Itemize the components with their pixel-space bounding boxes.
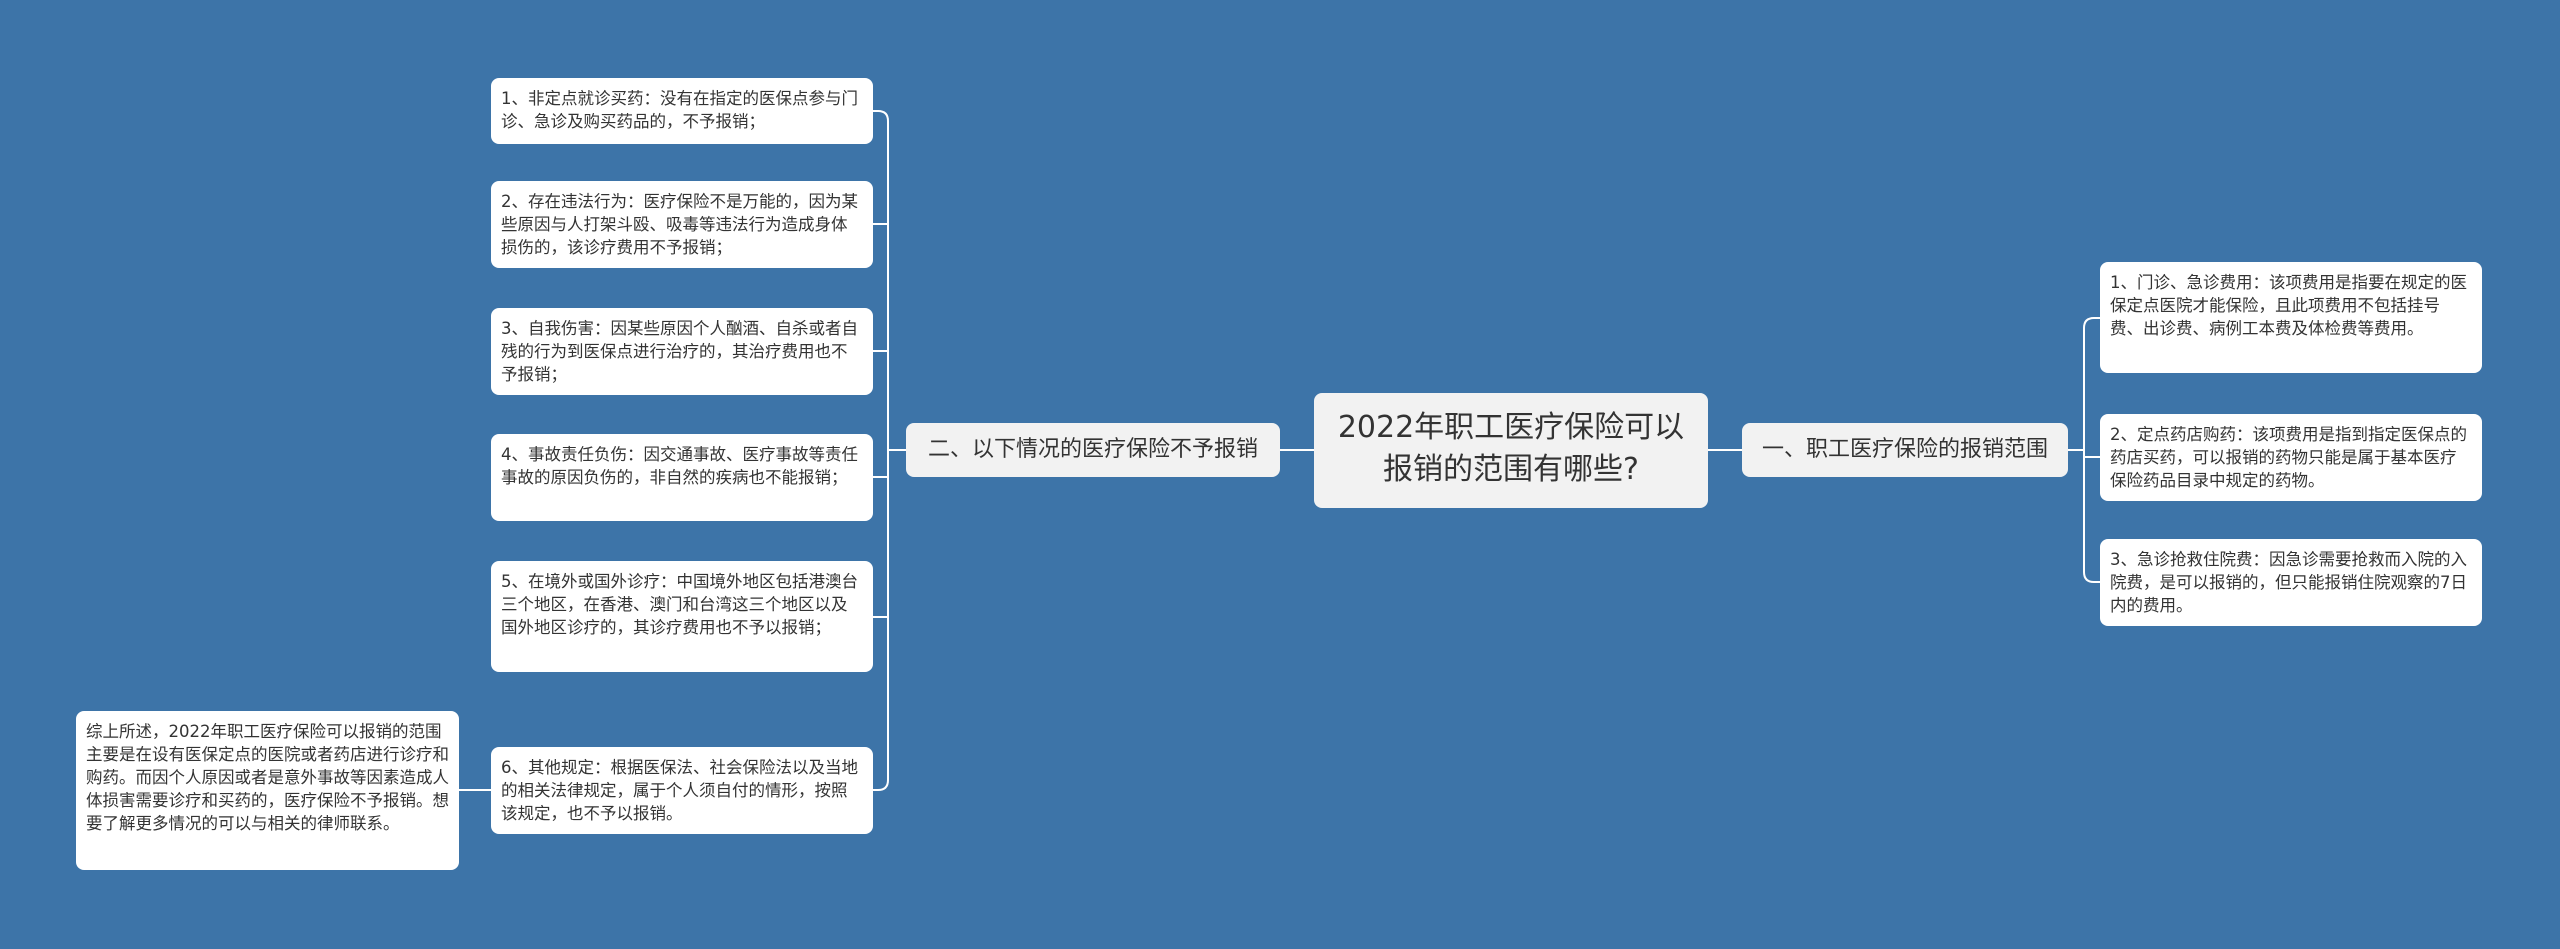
- leaf-left-5[interactable]: 5、在境外或国外诊疗：中国境外地区包括港澳台三个地区，在香港、澳门和台湾这三个地…: [491, 561, 873, 672]
- leaf-left-3[interactable]: 3、自我伤害：因某些原因个人酗酒、自杀或者自残的行为到医保点进行治疗的，其治疗费…: [491, 308, 873, 395]
- branch-reimbursement-scope[interactable]: 一、职工医疗保险的报销范围: [1742, 423, 2068, 477]
- central-topic-line1: 2022年职工医疗保险可以: [1337, 410, 1685, 445]
- leaf-right-3[interactable]: 3、急诊抢救住院费：因急诊需要抢救而入院的入院费，是可以报销的，但只能报销住院观…: [2100, 539, 2482, 626]
- branch-not-reimbursable[interactable]: 二、以下情况的医疗保险不予报销: [906, 423, 1280, 477]
- leaf-right-2[interactable]: 2、定点药店购药：该项费用是指到指定医保点的药店买药，可以报销的药物只能是属于基…: [2100, 414, 2482, 501]
- leaf-right-1[interactable]: 1、门诊、急诊费用：该项费用是指要在规定的医保定点医院才能保险，且此项费用不包括…: [2100, 262, 2482, 373]
- leaf-left-4[interactable]: 4、事故责任负伤：因交通事故、医疗事故等责任事故的原因负伤的，非自然的疾病也不能…: [491, 434, 873, 521]
- connector-right-1: [2068, 317, 2100, 451]
- central-topic[interactable]: 2022年职工医疗保险可以 报销的范围有哪些?: [1314, 393, 1708, 508]
- connector-left-6: [873, 450, 889, 791]
- leaf-left-2[interactable]: 2、存在违法行为：医疗保险不是万能的，因为某些原因与人打架斗殴、吸毒等违法行为造…: [491, 181, 873, 268]
- connector-right-3: [2083, 450, 2100, 583]
- leaf-left-6[interactable]: 6、其他规定：根据医保法、社会保险法以及当地的相关法律规定，属于个人须自付的情形…: [491, 747, 873, 834]
- central-topic-line2: 报销的范围有哪些?: [1383, 452, 1639, 487]
- summary-note[interactable]: 综上所述，2022年职工医疗保险可以报销的范围主要是在设有医保定点的医院或者药店…: [76, 711, 459, 870]
- leaf-left-1[interactable]: 1、非定点就诊买药：没有在指定的医保点参与门诊、急诊及购买药品的，不予报销；: [491, 78, 873, 144]
- connector-left-1: [873, 110, 906, 451]
